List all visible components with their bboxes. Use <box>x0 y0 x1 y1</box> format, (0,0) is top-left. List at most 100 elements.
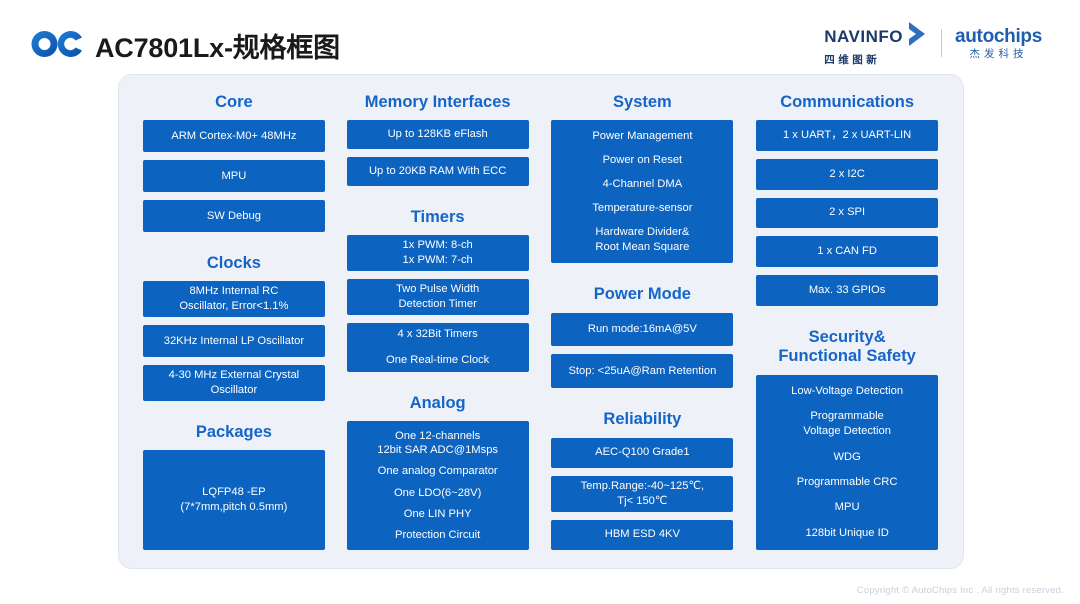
feature-box: 32KHz Internal LP Oscillator <box>142 325 325 358</box>
feature-line: ARM Cortex-M0+ 48MHz <box>171 129 297 142</box>
section-title-system: System <box>613 93 672 111</box>
feature-line: 2 x SPI <box>829 206 866 219</box>
autochips-wordmark: autochips <box>954 25 1042 47</box>
feature-box: Run mode:16mA@5V <box>551 312 734 347</box>
feature-line: Run mode:16mA@5V <box>587 323 697 336</box>
section-title-packages: Packages <box>195 423 272 442</box>
feature-line: One LDO(6~28V) <box>393 486 482 499</box>
feature-box: Up to 128KB eFlash <box>346 120 529 149</box>
slide-header: AC7801Lx-规格框图 NAVINFO 四维图新 autochips 杰发科… <box>0 0 1080 76</box>
feature-line: Tj< 150℃ <box>617 494 668 507</box>
feature-line: One LIN PHY <box>403 507 472 520</box>
feature-line: One analog Comparator <box>377 465 498 478</box>
autochips-chinese-name: 杰发科技 <box>969 47 1028 60</box>
brand-divider <box>940 29 942 57</box>
navinfo-logo: NAVINFO 四维图新 <box>824 21 928 66</box>
feature-box: AEC-Q100 Grade1 <box>551 437 734 468</box>
diagram-column-communications: Communications 1 x UART，2 x UART-LIN 2 x I… <box>745 83 949 558</box>
feature-box: Temp.Range:-40~125℃,Tj< 150℃ <box>551 475 734 512</box>
section-title-timers: Timers <box>410 207 465 226</box>
feature-line-group: 4-Channel DMA <box>603 177 683 192</box>
navinfo-chinese-name: 四维图新 <box>824 53 881 66</box>
feature-box: Stop: <25uA@Ram Retention <box>551 354 734 389</box>
feature-line: Voltage Detection <box>803 425 891 438</box>
section-title-power-mode: Power Mode <box>593 285 691 304</box>
feature-box: 2 x SPI <box>756 197 939 229</box>
brand-logos: NAVINFO 四维图新 autochips 杰发科技 <box>824 21 1042 65</box>
feature-line: One 12-channels <box>395 429 481 442</box>
feature-box: HBM ESD 4KV <box>551 519 734 550</box>
feature-box: MPU <box>142 160 325 193</box>
section-title-reliability: Reliability <box>603 410 682 429</box>
feature-line: Detection Timer <box>398 297 477 310</box>
section-title-clocks: Clocks <box>206 253 261 272</box>
feature-box: Up to 20KB RAM With ECC <box>346 156 529 186</box>
feature-line: Programmable CRC <box>796 476 898 488</box>
feature-line-group: Temperature-sensor <box>592 201 692 216</box>
navinfo-wordmark: NAVINFO <box>824 26 903 46</box>
feature-line: 1x PWM: 7-ch <box>402 253 473 266</box>
feature-line-group: One LDO(6~28V) <box>394 486 481 501</box>
feature-line: Programmable <box>810 410 884 423</box>
feature-line: Low-Voltage Detection <box>791 384 904 397</box>
section-title-security-functional-safety: Security&Functional Safety <box>745 328 949 367</box>
feature-line: 4-30 MHz External Crystal <box>168 369 300 382</box>
feature-line-group: One 12-channels 12bit SAR ADC@1Msps <box>377 429 498 459</box>
feature-line: MPU <box>834 501 860 514</box>
feature-line-group: Programmable CRC <box>797 475 898 490</box>
feature-line: Hardware Divider& <box>595 226 690 239</box>
feature-line: Protection Circuit <box>395 528 481 541</box>
section-title-core: Core <box>215 93 253 111</box>
feature-line: 32KHz Internal LP Oscillator <box>163 334 305 347</box>
feature-box: 2 x I2C <box>756 158 939 190</box>
feature-line: 128bit Unique ID <box>805 526 889 539</box>
feature-box: Max. 33 GPIOs <box>756 274 939 306</box>
feature-line: One Real-time Clock <box>386 354 490 367</box>
feature-line-group: Power on Reset <box>603 153 683 168</box>
section-title-memory-interfaces: Memory Interfaces <box>364 93 511 111</box>
feature-line: Max. 33 GPIOs <box>808 283 886 296</box>
feature-line-group: One LIN PHY <box>404 507 472 522</box>
feature-line: 1 x CAN FD <box>817 245 877 258</box>
copyright-text: Copyright © AutoChips Inc . All rights r… <box>856 585 1064 596</box>
feature-line: LQFP48 -EP <box>202 486 266 499</box>
feature-line: Up to 128KB eFlash <box>387 128 488 141</box>
feature-line-group: Low-Voltage Detection <box>791 384 903 399</box>
feature-line-group: Power Management <box>592 129 692 144</box>
feature-line: 2 x I2C <box>829 167 865 180</box>
section-title-communications: Communications <box>780 93 915 111</box>
feature-box: 1 x CAN FD <box>756 236 939 267</box>
feature-line: Power Management <box>592 129 693 142</box>
oc-logo <box>30 28 86 60</box>
feature-line-group: One analog Comparator <box>378 464 498 479</box>
feature-line: MPU <box>221 169 247 182</box>
section-title-line: Security& <box>808 327 886 346</box>
section-title-analog: Analog <box>409 394 466 413</box>
feature-box: SW Debug <box>142 200 325 232</box>
feature-line-group: Hardware Divider&Root Mean Square <box>595 225 689 255</box>
feature-line: 12bit SAR ADC@1Msps <box>377 444 499 457</box>
feature-line: 4-Channel DMA <box>602 177 683 190</box>
feature-line: (7*7mm,pitch 0.5mm) <box>180 501 288 514</box>
feature-box: LQFP48 -EP (7*7mm,pitch 0.5mm) <box>142 450 325 550</box>
feature-line: AEC-Q100 Grade1 <box>595 446 690 459</box>
feature-line: Root Mean Square <box>595 240 690 253</box>
feature-line-group: WDG <box>833 450 860 465</box>
feature-line: WDG <box>833 450 861 463</box>
feature-line: HBM ESD 4KV <box>604 528 680 541</box>
section-title-line: Functional Safety <box>778 347 916 366</box>
feature-line: Oscillator <box>210 384 258 397</box>
feature-box: 1 x UART，2 x UART-LIN <box>756 120 939 151</box>
